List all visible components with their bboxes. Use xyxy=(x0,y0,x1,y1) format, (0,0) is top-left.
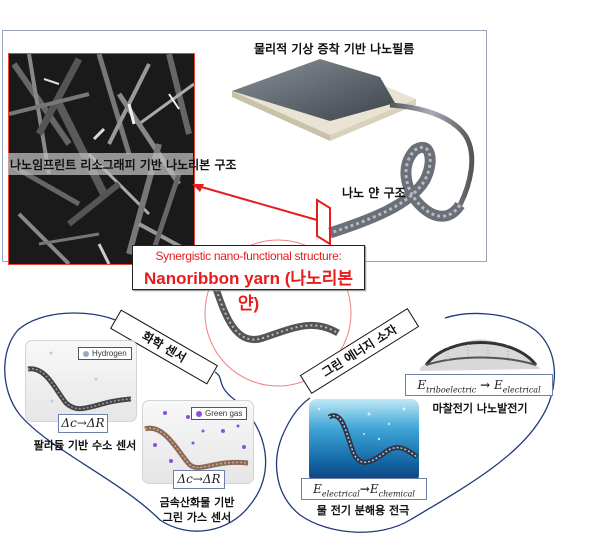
magnify-callout-arrow xyxy=(192,184,331,246)
hydrogen-legend-text: Hydrogen xyxy=(92,349,127,358)
callout-title: Nanoribbon yarn (나노리본 얀) xyxy=(144,269,353,313)
teng-device-image xyxy=(420,339,541,371)
arrow-icon: → xyxy=(359,482,370,496)
greengas-caption-line1: 금속산화물 기반 xyxy=(159,496,235,509)
greengas-legend-text: Green gas xyxy=(205,409,243,418)
nanofilm-label: 물리적 기상 증착 기반 나노필름 xyxy=(254,42,415,56)
electrolysis-formula: Eelectrical→Echemical xyxy=(301,478,427,500)
arrow-icon: → xyxy=(480,378,491,392)
teng-formula-left-sub: triboelectric xyxy=(426,385,477,395)
nanoribbon-structure-label: 나노임프린트 리소그래피 기반 나노리본 구조 xyxy=(10,158,237,172)
teng-caption: 마찰전기 나노발전기 xyxy=(432,402,528,415)
greengas-dot-icon xyxy=(196,410,202,417)
greengas-legend: Green gas xyxy=(191,407,248,420)
green-energy-outline xyxy=(275,312,556,533)
greengas-yarn-image xyxy=(144,411,249,470)
hydrogen-sensor-panel: Hydrogen xyxy=(25,340,137,422)
hydrogen-dot-icon xyxy=(83,350,89,357)
callout-subtitle: Synergistic nano-functional structure: xyxy=(155,249,342,263)
hydrogen-legend: Hydrogen xyxy=(78,347,132,360)
greengas-formula: Δc→ΔR xyxy=(173,470,225,489)
teng-formula-right: E xyxy=(493,378,503,392)
nanofilm-yarn-illustration xyxy=(232,59,475,239)
teng-formula-left: E xyxy=(417,378,427,392)
hydrogen-sensor-caption: 팔라듐 기반 수소 센서 xyxy=(33,439,137,452)
electrolysis-formula-right: E xyxy=(369,482,379,496)
sem-label-band xyxy=(8,153,193,175)
electrolysis-formula-left-sub: electrical xyxy=(321,489,360,499)
nanoribbon-yarn-callout: Synergistic nano-functional structure: N… xyxy=(132,245,365,313)
teng-formula: Etriboelectric → Eelectrical xyxy=(405,374,553,396)
hydrogen-formula: Δc→ΔR xyxy=(58,414,108,433)
arrow-head-icon xyxy=(192,184,204,192)
teng-formula-right-sub: electrical xyxy=(502,385,541,395)
greengas-caption-line2: 그린 가스 센서 xyxy=(162,511,232,524)
electrolysis-formula-right-sub: chemical xyxy=(378,489,415,499)
electrolysis-caption: 물 전기 분해용 전극 xyxy=(316,504,410,517)
hydrogen-yarn-image xyxy=(27,351,132,412)
electrolysis-formula-left: E xyxy=(313,482,322,496)
water-electrolysis-image xyxy=(309,399,419,483)
nano-yarn-label: 나노 얀 구조 xyxy=(342,186,406,200)
